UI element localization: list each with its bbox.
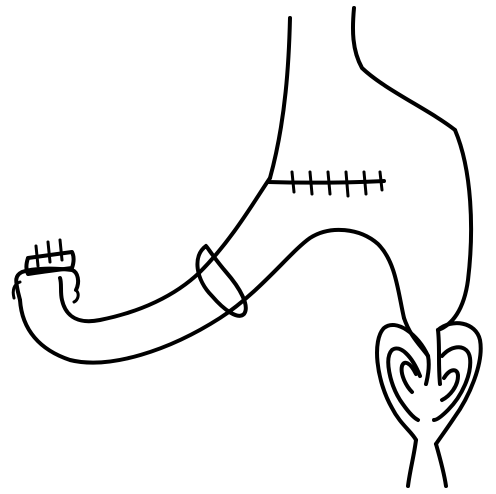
esophagus-left-wall	[270, 18, 290, 178]
duodenum-right-wall	[436, 444, 446, 486]
duodenum-left-wall	[408, 440, 416, 486]
esophagus-right-wall	[353, 8, 455, 130]
greater-curvature	[438, 130, 471, 330]
pylorus-left-outer-fold	[377, 325, 428, 440]
pylorus-right-inner-fold	[442, 370, 458, 400]
suture-line	[268, 172, 384, 196]
closed-stump	[13, 240, 78, 302]
stomach-right-wall	[438, 130, 471, 330]
suture-stitch-4	[346, 172, 348, 196]
suture-stitch-5	[364, 172, 366, 194]
stump-stitch-3	[60, 240, 62, 260]
stump-right-curl	[74, 290, 78, 302]
stump-stitch-1	[36, 246, 38, 266]
suture-line-main	[268, 181, 384, 183]
pylorus-center-left	[426, 356, 429, 384]
pylorus-left-inner-fold	[402, 363, 416, 392]
esophagus	[270, 8, 455, 178]
stump-cap	[16, 269, 78, 300]
gastric-tube-upper-wall	[60, 178, 270, 321]
suture-stitch-3	[328, 172, 330, 194]
suture-stitch-6	[380, 172, 382, 190]
stump-stitch-2	[48, 242, 50, 262]
pylorus-center-right	[438, 330, 440, 384]
duodenum	[408, 440, 446, 486]
suture-stitch-2	[310, 172, 312, 194]
pylorus	[377, 323, 481, 444]
suture-stitch-1	[292, 172, 294, 192]
